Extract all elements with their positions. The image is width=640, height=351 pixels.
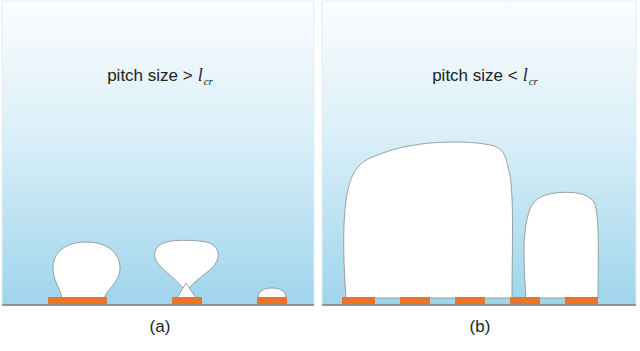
heater-strip <box>400 297 430 304</box>
heater-strip <box>510 297 540 304</box>
heater-strip <box>455 297 485 304</box>
heater-strip <box>48 297 107 304</box>
heater-strip <box>257 297 287 304</box>
heater-strip <box>342 297 375 304</box>
length-symbol: l <box>198 65 203 85</box>
vapor-bubble <box>53 242 120 298</box>
length-subscript: cr <box>529 75 538 87</box>
heated-wall <box>2 304 314 306</box>
label-group: (b) <box>470 317 491 337</box>
vapor-bubble <box>177 283 196 298</box>
heater-strip <box>565 297 598 304</box>
panel-label: (a) <box>150 317 171 336</box>
vapor-blanket <box>524 192 598 298</box>
length-subscript: cr <box>204 75 213 87</box>
pitch-label: pitch size < <box>432 66 518 85</box>
heated-wall <box>322 304 636 306</box>
heater-strip <box>172 297 202 304</box>
liquid-pool <box>2 1 314 305</box>
length-symbol: l <box>523 65 528 85</box>
panel-label: (b) <box>470 317 491 336</box>
pitch-label: pitch size > <box>107 66 193 85</box>
label-group: (a) <box>150 317 171 337</box>
vapor-blanket <box>344 142 513 298</box>
vapor-bubble <box>258 288 286 298</box>
label-group: pitch size < lcr <box>432 65 538 86</box>
label-group: pitch size > lcr <box>107 65 213 86</box>
liquid-pool <box>322 1 636 305</box>
